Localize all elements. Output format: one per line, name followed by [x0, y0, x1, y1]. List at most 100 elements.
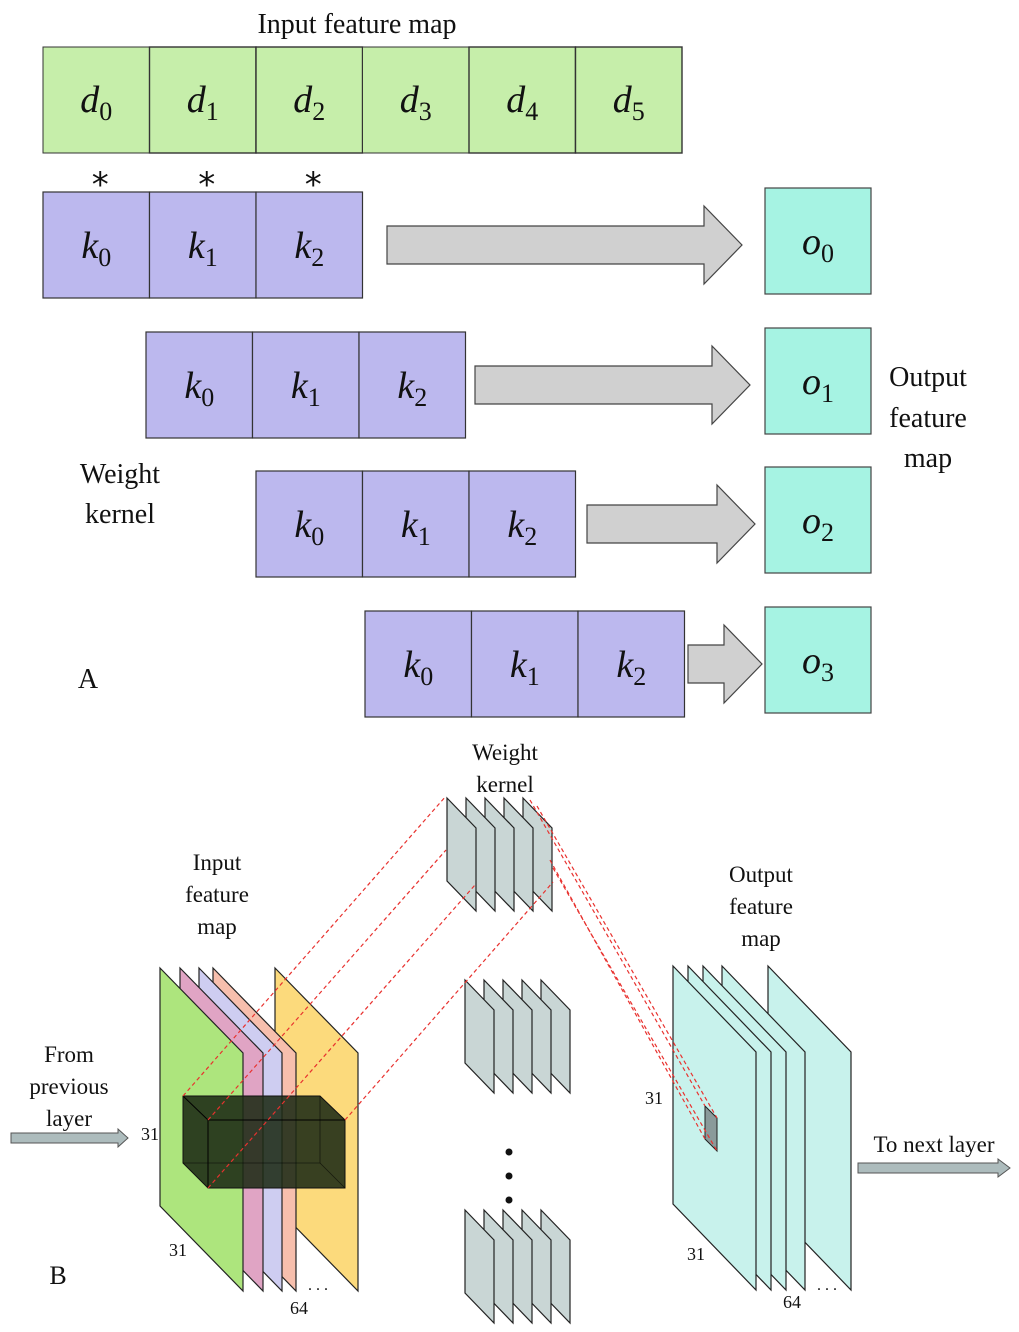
kernel-cell: [148, 191, 257, 299]
from-previous-layer-line1: From: [44, 1042, 94, 1067]
output-feature-map-b-line2: feature: [729, 894, 793, 919]
symbol-subscript: 1: [308, 383, 321, 412]
input-feature-map-title: Input feature map: [257, 9, 456, 40]
kernel-cell-label: k0: [294, 504, 324, 551]
input-cell-label: d1: [187, 79, 219, 126]
symbol-base: k: [510, 644, 528, 686]
output-pixel: [704, 1104, 718, 1153]
kernel-cell: [364, 610, 473, 718]
input-cell-label: d5: [613, 79, 645, 126]
symbol-base: d: [293, 79, 313, 121]
symbol-base: k: [294, 504, 312, 546]
kernel-cell: [358, 331, 467, 439]
input-feature-map-b-line2: feature: [185, 882, 249, 907]
symbol-subscript: 0: [98, 243, 111, 272]
symbol-base: o: [802, 361, 821, 403]
input-cell: [255, 46, 364, 154]
symbol-subscript: 2: [633, 662, 646, 691]
output-feature-map-label-line1: Output: [889, 362, 967, 393]
input-width-label: 31: [169, 1240, 187, 1260]
input-cell-label: d2: [293, 79, 325, 126]
output-cell: [764, 327, 872, 435]
symbol-base: k: [616, 644, 634, 686]
output-feature-map-label-line3: map: [904, 443, 952, 474]
input-cell-label: d4: [506, 79, 538, 126]
panel-a-label: A: [78, 664, 99, 695]
kernel-cell-label: k2: [397, 365, 427, 412]
input-cell: [574, 46, 683, 154]
kernel-cell: [470, 610, 579, 718]
receptive-field-box: [182, 1095, 346, 1189]
symbol-base: k: [294, 225, 312, 267]
symbol-subscript: 1: [418, 522, 431, 551]
weight-kernel-group: [446, 796, 553, 913]
from-previous-layer-line2: previous: [29, 1074, 108, 1099]
weight-kernel-label-line2: kernel: [85, 499, 155, 530]
output-cell: [764, 606, 872, 714]
output-height-label: 31: [645, 1088, 663, 1108]
kernel-cell: [145, 331, 254, 439]
symbol-subscript: 2: [414, 383, 427, 412]
right-arrow-icon: [386, 204, 743, 286]
weight-kernel-group: [464, 1208, 571, 1325]
output-feature-map-b-line1: Output: [729, 862, 794, 887]
output-depth-ellipsis: . . .: [817, 1277, 837, 1294]
input-depth-ellipsis: . . .: [308, 1277, 328, 1294]
symbol-subscript: 0: [821, 239, 834, 268]
kernel-cell-label: k2: [616, 644, 646, 691]
weight-kernel-title-line1: Weight: [472, 740, 538, 765]
input-depth-label: 64: [290, 1298, 308, 1318]
kernel-cell-label: k0: [184, 365, 214, 412]
symbol-subscript: 2: [312, 97, 325, 126]
ellipsis-dot: [505, 1148, 513, 1156]
symbol-base: d: [506, 79, 526, 121]
symbol-base: k: [403, 644, 421, 686]
right-arrow-icon: [474, 344, 751, 426]
input-cell-label: d0: [80, 79, 112, 126]
symbol-subscript: 1: [206, 97, 219, 126]
symbol-subscript: 2: [311, 243, 324, 272]
output-feature-map-label-line2: feature: [889, 403, 967, 434]
to-next-layer-arrow: [857, 1158, 1011, 1178]
kernel-cell: [255, 191, 364, 299]
symbol-base: o: [802, 221, 821, 263]
input-cell-label: d3: [400, 79, 432, 126]
output-feature-map-b-line3: map: [741, 926, 781, 951]
kernel-cell: [468, 470, 577, 578]
output-cell: [764, 187, 872, 295]
input-feature-map-b-line1: Input: [193, 850, 242, 875]
symbol-subscript: 0: [311, 522, 324, 551]
symbol-base: k: [188, 225, 206, 267]
output-width-label: 31: [687, 1244, 705, 1264]
symbol-subscript: 1: [821, 379, 834, 408]
weight-kernel-plane: [446, 796, 477, 913]
symbol-subscript: 1: [205, 243, 218, 272]
kernel-cell-label: k2: [294, 225, 324, 272]
ellipsis-dot: [505, 1172, 513, 1180]
symbol-base: k: [184, 365, 202, 407]
symbol-base: k: [81, 225, 99, 267]
symbol-base: o: [802, 640, 821, 682]
weight-kernel-label-line1: Weight: [80, 459, 160, 490]
kernel-cell-label: k0: [403, 644, 433, 691]
from-previous-layer-line3: layer: [46, 1106, 92, 1131]
kernel-cell-label: k1: [188, 225, 218, 272]
symbol-subscript: 2: [524, 522, 537, 551]
symbol-base: k: [507, 504, 525, 546]
output-feature-planes: [672, 964, 852, 1292]
panel-b-label: B: [49, 1261, 66, 1290]
symbol-subscript: 0: [420, 662, 433, 691]
weight-kernel-groups: [446, 796, 571, 1325]
weight-kernel-title-line2: kernel: [476, 772, 533, 797]
kernel-cell-label: k1: [510, 644, 540, 691]
kernel-cell-label: k2: [507, 504, 537, 551]
weight-kernel-plane: [464, 978, 495, 1095]
ellipsis-dot: [505, 1196, 513, 1204]
symbol-base: d: [187, 79, 207, 121]
kernel-cell-label: k0: [81, 225, 111, 272]
